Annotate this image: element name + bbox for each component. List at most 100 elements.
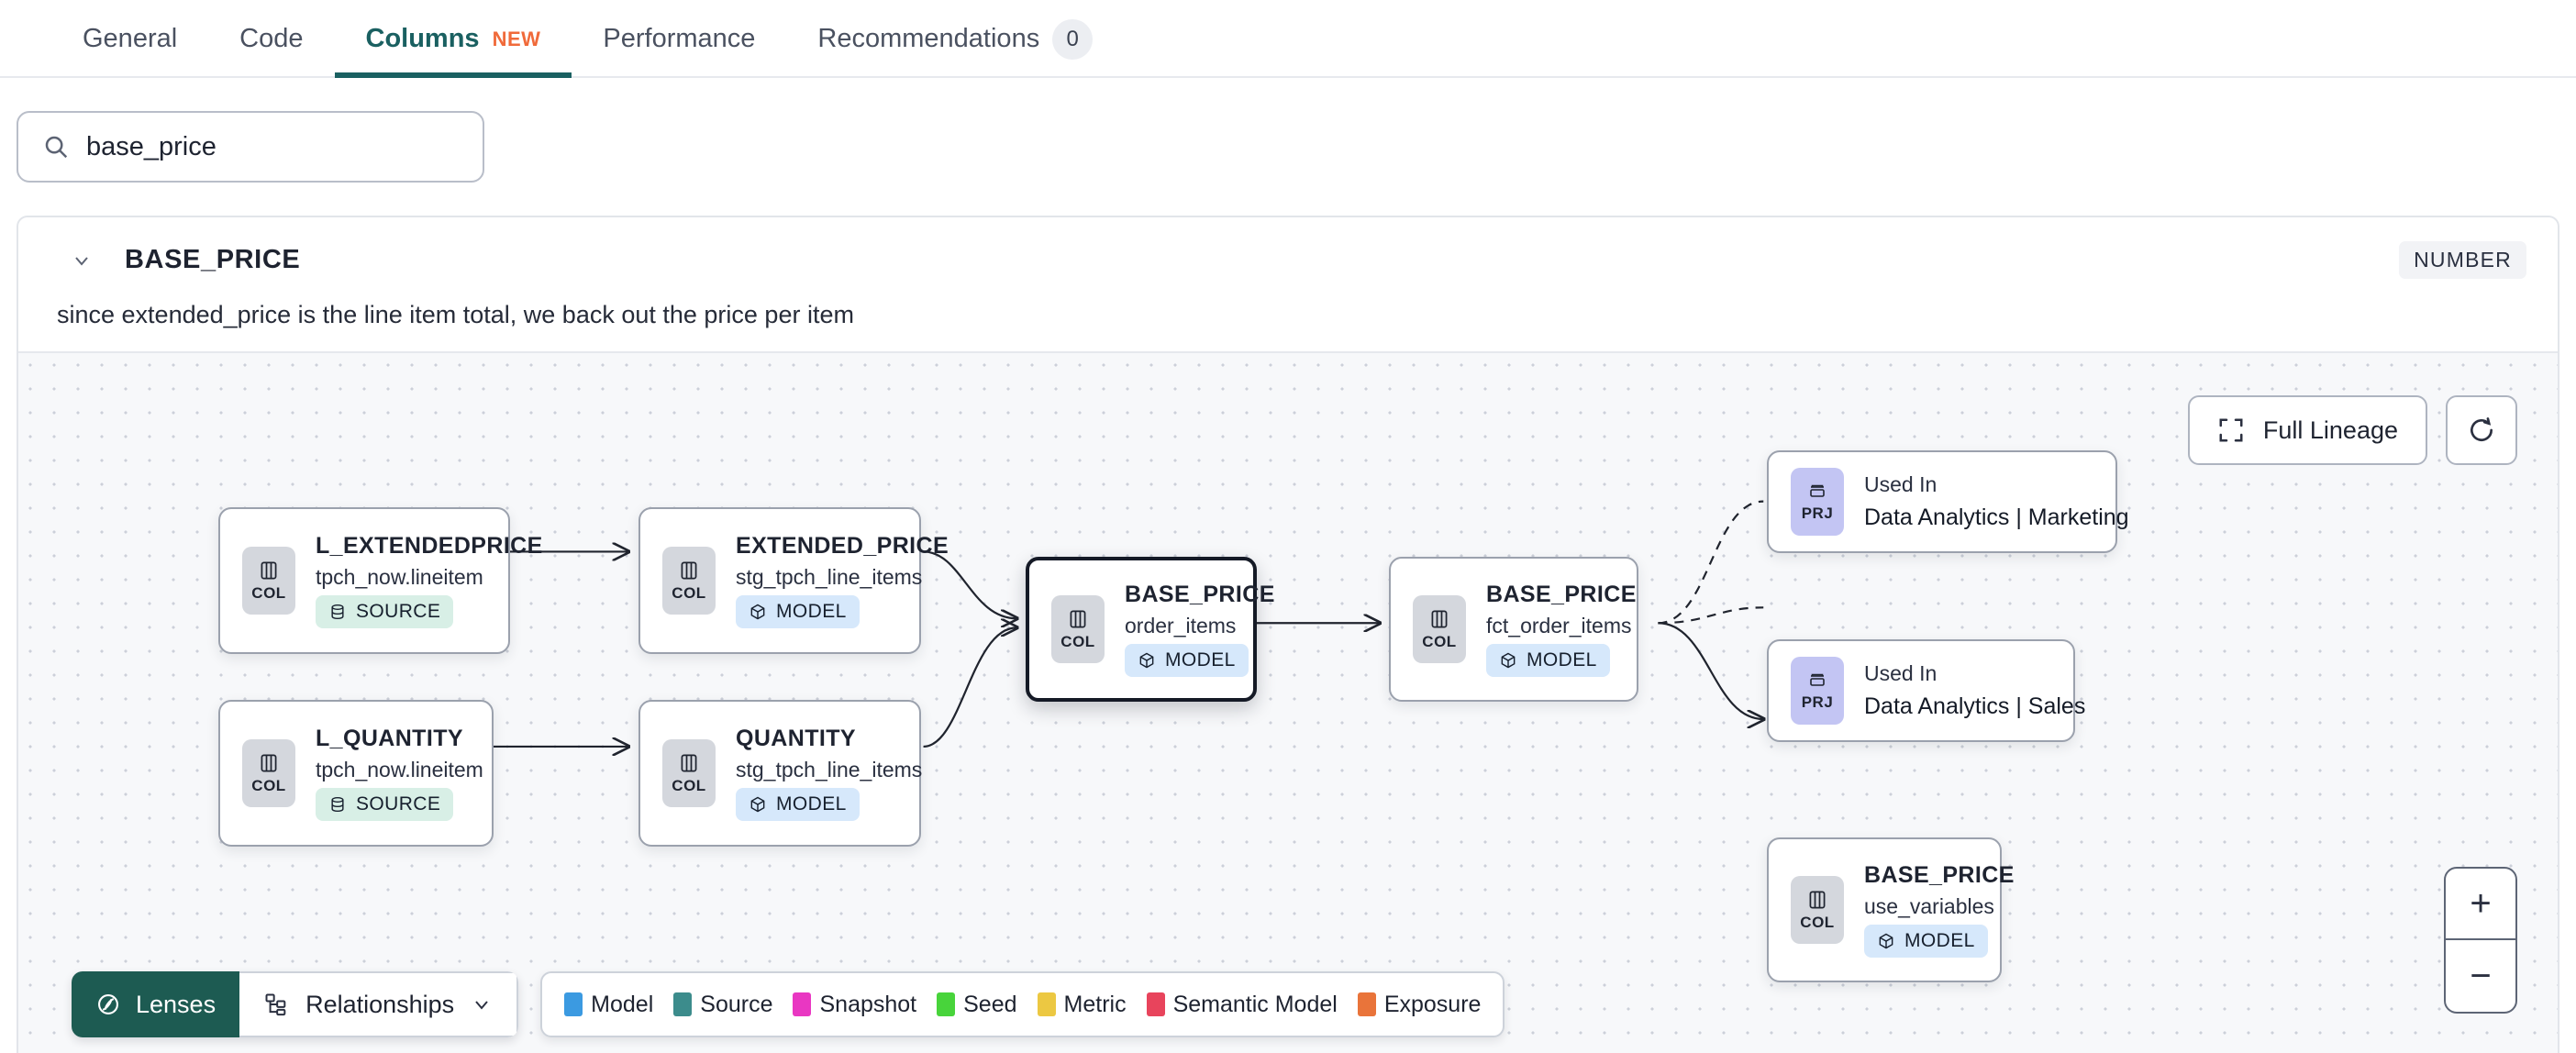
expand-icon xyxy=(2217,416,2245,444)
node-subtitle: stg_tpch_line_items xyxy=(736,565,923,589)
col-icon: COL xyxy=(242,547,295,615)
canvas-bottom-bar: Lenses Relationships xyxy=(72,971,1505,1037)
prj-icon-label: PRJ xyxy=(1801,504,1834,522)
tab-general[interactable]: General xyxy=(51,0,208,78)
lineage-node-project-marketing[interactable]: PRJ Used In Data Analytics | Marketing xyxy=(1767,450,2129,553)
node-body: QUANTITY stg_tpch_line_items MODEL xyxy=(736,726,922,821)
chevron-down-icon[interactable] xyxy=(70,249,94,272)
legend-label: Source xyxy=(700,991,773,1017)
database-icon xyxy=(331,604,344,620)
used-in-label: Used In xyxy=(1864,661,1938,685)
search-area: base_price xyxy=(0,78,2576,183)
node-subtitle: use_variables xyxy=(1864,894,1994,918)
lineage-node-project-sales[interactable]: PRJ Used In Data Analytics | Sales xyxy=(1767,639,2086,742)
prj-icon: PRJ xyxy=(1791,468,1844,536)
lineage-node-quantity[interactable]: COL QUANTITY stg_tpch_line_items MODEL xyxy=(638,700,922,847)
legend-label: Exposure xyxy=(1383,991,1482,1017)
node-subtitle: order_items xyxy=(1125,614,1237,637)
tab-label: Performance xyxy=(603,24,756,53)
recommendations-count-badge: 0 xyxy=(1052,18,1094,60)
lineage-node-l-extendedprice[interactable]: COL L_EXTENDEDPRICE tpch_now.lineitem SO… xyxy=(218,507,543,654)
node-type-tag: SOURCE xyxy=(316,788,454,821)
search-icon xyxy=(42,133,70,161)
lineage-edges xyxy=(483,500,2558,1053)
tab-code[interactable]: Code xyxy=(208,0,334,78)
tab-new-badge: NEW xyxy=(492,27,541,50)
tab-label: Code xyxy=(239,24,304,53)
node-tag-label: SOURCE xyxy=(356,601,441,622)
node-type-tag: MODEL xyxy=(1864,925,1988,958)
search-input[interactable]: base_price xyxy=(17,111,484,183)
node-body: BASE_PRICE order_items MODEL xyxy=(1125,582,1274,677)
col-icon-label: COL xyxy=(251,777,286,794)
full-lineage-button[interactable]: Full Lineage xyxy=(2187,395,2427,465)
node-tag-label: MODEL xyxy=(1165,649,1236,671)
node-subtitle: fct_order_items xyxy=(1486,614,1632,637)
tab-label: Columns xyxy=(365,24,480,53)
legend-label: Seed xyxy=(963,991,1017,1017)
node-title: BASE_PRICE xyxy=(1864,862,2015,888)
legend-item-exposure: Exposure xyxy=(1357,991,1482,1018)
node-type-tag: MODEL xyxy=(1486,644,1610,677)
legend-swatch xyxy=(1037,992,1056,1016)
node-title: L_QUANTITY xyxy=(316,726,463,751)
node-body: BASE_PRICE use_variables MODEL xyxy=(1864,862,2015,958)
col-icon-label: COL xyxy=(672,584,706,602)
lineage-node-base-price-use-variables[interactable]: COL BASE_PRICE use_variables MODEL xyxy=(1767,837,2015,982)
full-lineage-label: Full Lineage xyxy=(2262,416,2398,444)
project-name: Data Analytics | Marketing xyxy=(1864,504,2129,530)
node-body: L_EXTENDEDPRICE tpch_now.lineitem SOURCE xyxy=(316,533,543,628)
lineage-node-base-price-order-items[interactable]: COL BASE_PRICE order_items MODEL xyxy=(1026,557,1274,702)
tab-bar: General Code Columns NEW Performance Rec… xyxy=(0,0,2576,78)
tab-performance[interactable]: Performance xyxy=(572,0,786,78)
legend-swatch xyxy=(793,992,812,1016)
legend-item-metric: Metric xyxy=(1037,992,1127,1018)
node-subtitle: tpch_now.lineitem xyxy=(316,565,483,589)
legend-swatch xyxy=(1146,992,1165,1016)
node-type-tag: SOURCE xyxy=(316,595,454,628)
relationships-label: Relationships xyxy=(305,990,455,1018)
node-title: L_EXTENDEDPRICE xyxy=(316,533,543,559)
refresh-button[interactable] xyxy=(2446,395,2517,465)
cube-icon xyxy=(1879,933,1893,949)
lineage-node-extended-price[interactable]: COL EXTENDED_PRICE stg_tpch_line_items M… xyxy=(638,507,949,654)
column-card: BASE_PRICE NUMBER since extended_price i… xyxy=(17,216,2559,1053)
lens-icon xyxy=(95,992,121,1017)
project-name: Data Analytics | Sales xyxy=(1864,693,2086,719)
col-icon-label: COL xyxy=(1422,633,1457,650)
refresh-icon xyxy=(2467,416,2496,445)
col-icon: COL xyxy=(242,739,295,807)
lineage-node-l-quantity[interactable]: COL L_QUANTITY tpch_now.lineitem SOURCE xyxy=(218,700,494,847)
column-description: since extended_price is the line item to… xyxy=(57,301,854,328)
legend-item-semantic-model: Semantic Model xyxy=(1146,991,1338,1018)
relationships-dropdown[interactable]: Relationships xyxy=(239,971,519,1037)
tab-recommendations[interactable]: Recommendations 0 xyxy=(786,0,1124,78)
page-title: BASE_PRICE xyxy=(125,245,301,274)
node-type-tag: MODEL xyxy=(1125,644,1249,677)
legend-swatch xyxy=(937,992,956,1016)
node-title: BASE_PRICE xyxy=(1486,582,1637,607)
canvas-toolbar: Full Lineage xyxy=(2187,395,2517,465)
col-icon-label: COL xyxy=(1800,914,1835,931)
column-header[interactable]: BASE_PRICE NUMBER xyxy=(18,217,2558,284)
legend-label: Semantic Model xyxy=(1172,991,1338,1017)
col-icon: COL xyxy=(662,547,716,615)
node-type-legend: Model Source Snapshot Seed Metric xyxy=(540,971,1505,1037)
lineage-node-base-price-fct-order-items[interactable]: COL BASE_PRICE fct_order_items MODEL xyxy=(1389,557,1638,702)
legend-item-seed: Seed xyxy=(937,991,1017,1018)
lineage-canvas[interactable]: COL L_EXTENDEDPRICE tpch_now.lineitem SO… xyxy=(18,351,2558,1053)
node-tag-label: MODEL xyxy=(776,793,847,815)
node-title: QUANTITY xyxy=(736,726,856,751)
zoom-out-button[interactable]: − xyxy=(2470,955,2492,996)
cube-icon xyxy=(750,796,765,813)
node-body: BASE_PRICE fct_order_items MODEL xyxy=(1486,582,1637,677)
prj-icon: PRJ xyxy=(1791,657,1844,725)
node-body: L_QUANTITY tpch_now.lineitem SOURCE xyxy=(316,726,483,821)
node-subtitle: tpch_now.lineitem xyxy=(316,758,483,781)
node-title: EXTENDED_PRICE xyxy=(736,533,949,559)
lenses-button[interactable]: Lenses xyxy=(72,971,240,1037)
node-tag-label: MODEL xyxy=(776,601,847,622)
col-icon-label: COL xyxy=(1060,633,1095,650)
tab-columns[interactable]: Columns NEW xyxy=(334,0,572,78)
zoom-in-button[interactable]: + xyxy=(2446,869,2515,940)
